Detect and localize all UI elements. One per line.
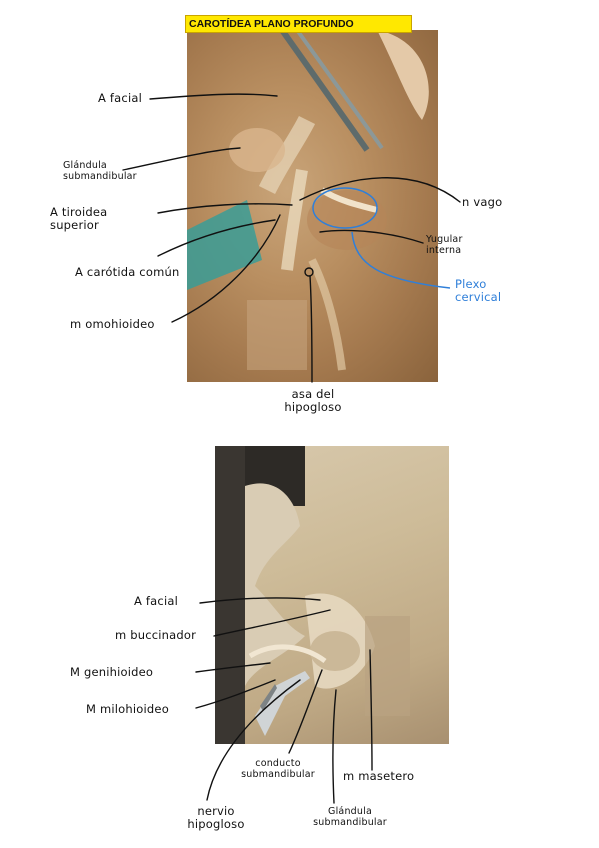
label-omohioideo: m omohioideo: [70, 317, 155, 331]
photo2-detail: [215, 446, 410, 744]
label-a-facial-2: A facial: [134, 594, 178, 608]
label-carotida: A carótida común: [75, 265, 180, 279]
label-masetero: m masetero: [343, 769, 415, 783]
label-yugular: Yugular interna: [426, 234, 463, 256]
label-milohioideo: M milohioideo: [86, 702, 169, 716]
label-glandula-2: Glándula submandibular: [313, 806, 387, 828]
dissection-photo-face: [215, 446, 449, 744]
label-plexo: Plexo cervical: [455, 277, 502, 304]
label-glandula-1: Glándula submandibular: [63, 160, 137, 182]
photo1-detail: [187, 30, 429, 371]
label-nervio: nervio hipogloso: [187, 804, 245, 831]
label-buccinador: m buccinador: [115, 628, 197, 642]
label-genihioideo: M genihioideo: [70, 665, 154, 679]
dissection-photo-neck: [187, 30, 438, 382]
label-conducto: conducto submandibular: [241, 758, 315, 780]
section-title: CAROTÍDEA PLANO PROFUNDO: [185, 15, 412, 33]
label-tiroidea: A tiroidea superior: [50, 205, 108, 232]
label-vago: n vago: [462, 195, 503, 209]
label-asa: asa del hipogloso: [284, 387, 342, 414]
label-a-facial-1: A facial: [98, 91, 142, 105]
